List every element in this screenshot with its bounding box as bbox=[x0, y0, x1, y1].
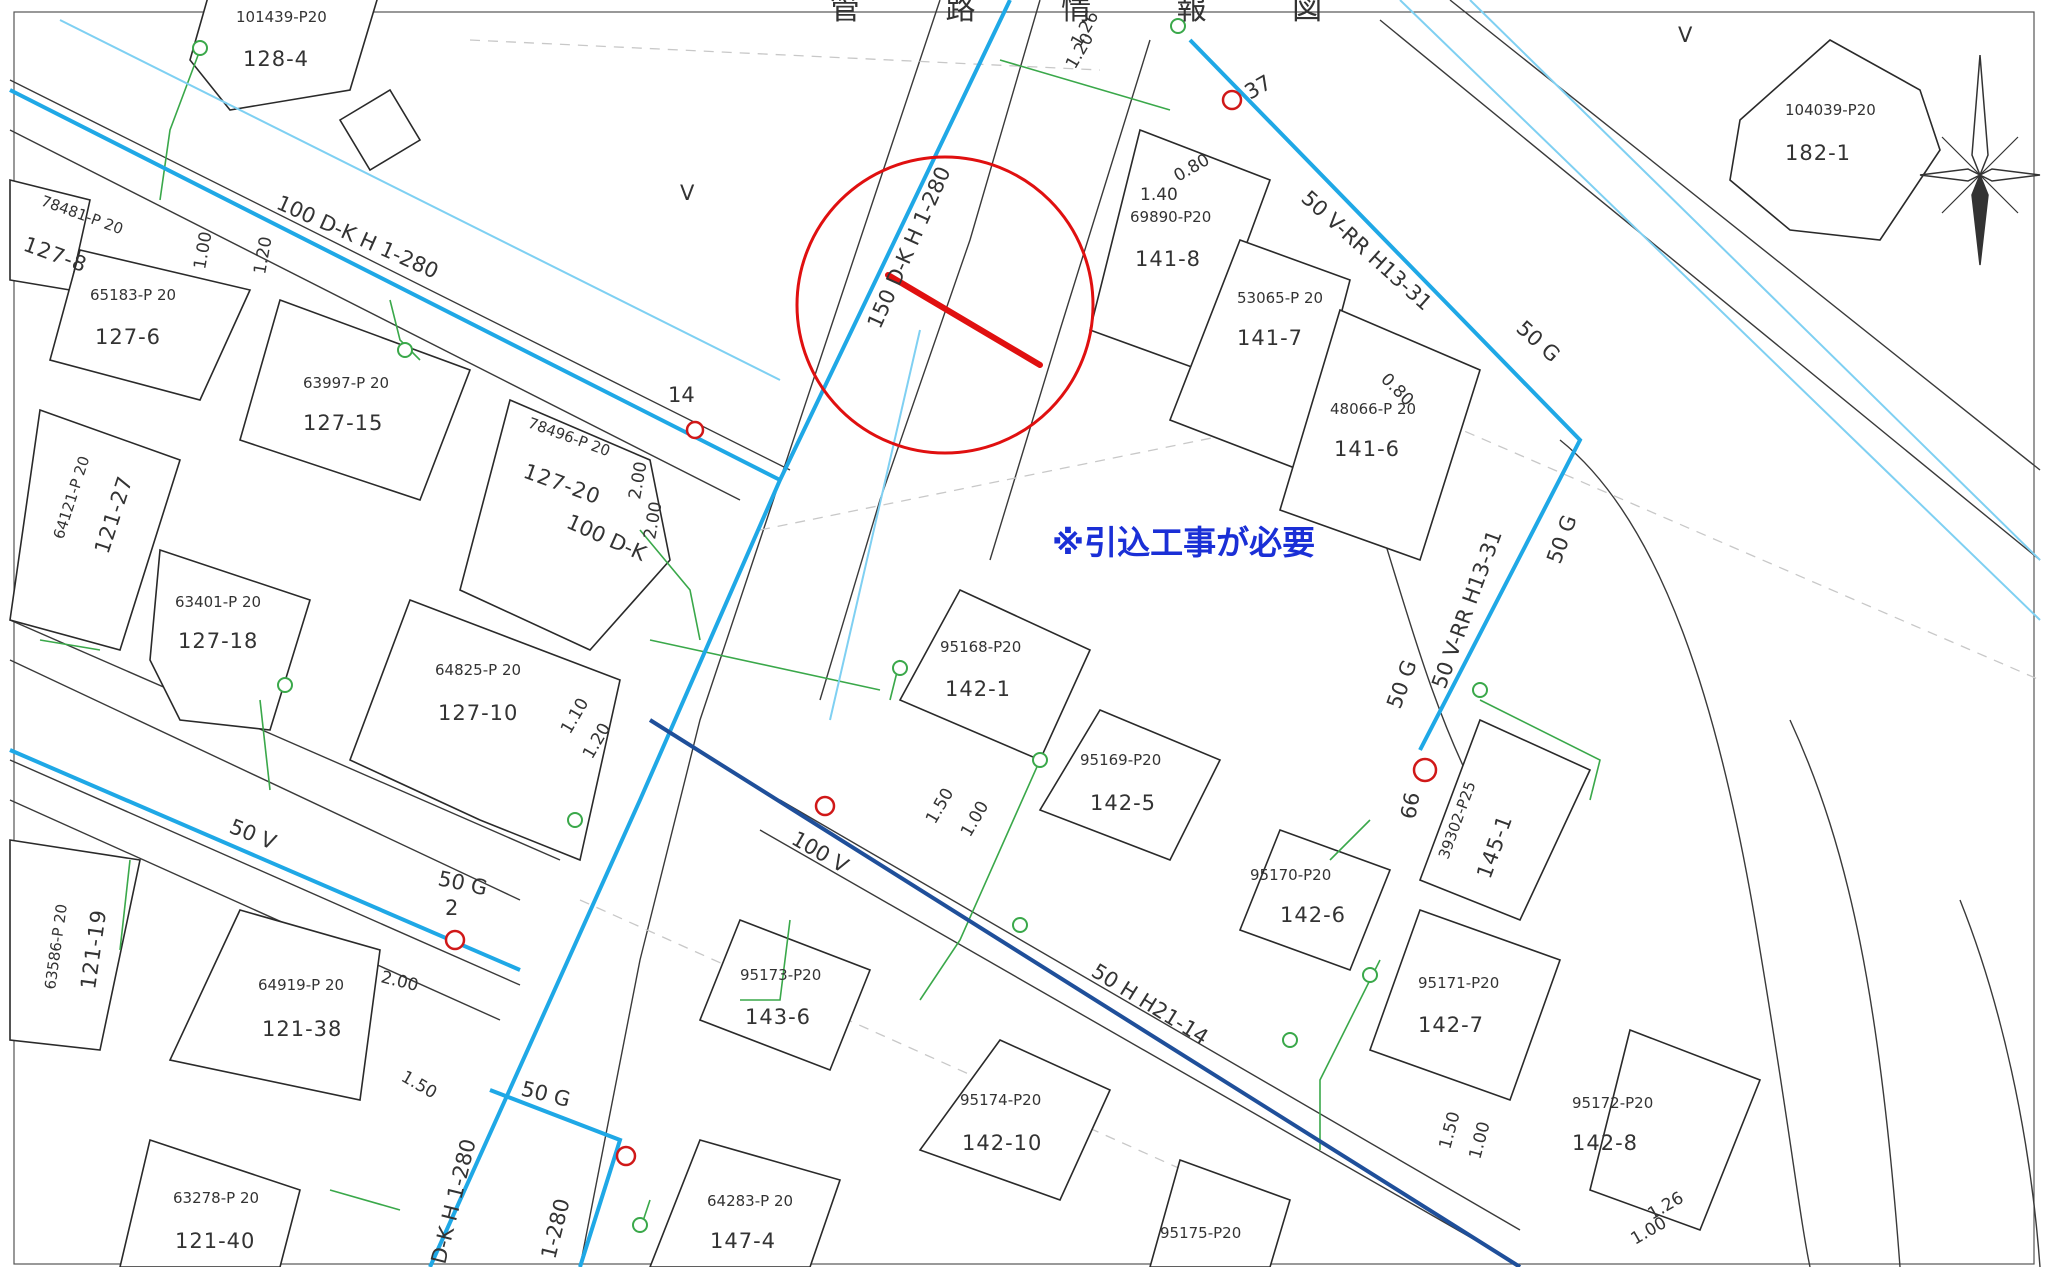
marker-number: 14 bbox=[668, 383, 695, 407]
parcel-lot: 127-10 bbox=[438, 701, 518, 725]
pipe-label: 100 V bbox=[788, 827, 853, 879]
parcel-id: 48066-P 20 bbox=[1330, 400, 1416, 418]
parcel-lot: 127-15 bbox=[303, 411, 383, 435]
parcel-id: 63401-P 20 bbox=[175, 593, 261, 611]
parcel-id: 69890-P20 bbox=[1130, 208, 1211, 226]
parcel-id: 95174-P20 bbox=[960, 1091, 1041, 1109]
valves bbox=[192, 18, 1488, 1233]
parcel-lot: 121-40 bbox=[175, 1229, 255, 1253]
parcel-id: 95171-P20 bbox=[1418, 974, 1499, 992]
parcel-id: 104039-P20 bbox=[1785, 101, 1876, 119]
parcel-id: 64919-P 20 bbox=[258, 976, 344, 994]
parcel-lot: 127-18 bbox=[178, 629, 258, 653]
parcel-lot: 142-6 bbox=[1280, 903, 1346, 927]
svg-text:2.00: 2.00 bbox=[379, 967, 421, 996]
parcel-id: 95175-P20 bbox=[1160, 1224, 1241, 1242]
pipe-label: 50 G bbox=[519, 1077, 573, 1112]
pipe-label: 50 G bbox=[436, 866, 490, 900]
parcel-lot: 142-1 bbox=[945, 677, 1011, 701]
hydrants bbox=[444, 89, 1438, 1167]
marker-number: 2 bbox=[445, 896, 458, 920]
svg-text:1.50: 1.50 bbox=[398, 1067, 441, 1103]
pipe-label: 50 G bbox=[1382, 657, 1422, 712]
parcel-lot: 142-8 bbox=[1572, 1131, 1638, 1155]
pipe-label: 50 G bbox=[1542, 512, 1582, 567]
marker-number: 66 bbox=[1396, 790, 1424, 820]
highlight-marker[interactable] bbox=[795, 155, 1095, 455]
svg-text:1.20: 1.20 bbox=[1062, 30, 1098, 73]
secondary-water-lines bbox=[59, 0, 2041, 721]
parcel-id: 95173-P20 bbox=[740, 966, 821, 984]
parcel-id: 95169-P20 bbox=[1080, 751, 1161, 769]
parcel-id: 65183-P 20 bbox=[90, 286, 176, 304]
north-arrow-icon bbox=[1919, 54, 2041, 266]
pipe-label: 50 G bbox=[1512, 316, 1565, 367]
parcel-id: 101439-P20 bbox=[236, 8, 327, 26]
pipe-label: 1-280 bbox=[537, 1196, 575, 1261]
parcel-lot: 142-5 bbox=[1090, 791, 1156, 815]
parcel-lot: 141-6 bbox=[1334, 437, 1400, 461]
parcel-lot: 147-4 bbox=[710, 1229, 776, 1253]
parcel-lot: 143-6 bbox=[745, 1005, 811, 1029]
parcel-id: 95168-P20 bbox=[940, 638, 1021, 656]
svg-text:1.50: 1.50 bbox=[922, 785, 958, 828]
svg-text:1.20: 1.20 bbox=[250, 235, 276, 276]
svg-text:1.00: 1.00 bbox=[957, 798, 993, 841]
svg-text:1.50: 1.50 bbox=[1436, 1110, 1465, 1152]
parcel-lot: 128-4 bbox=[243, 47, 309, 71]
svg-text:1.00: 1.00 bbox=[1466, 1120, 1495, 1162]
parcel-id: 95172-P20 bbox=[1572, 1094, 1653, 1112]
parcel-id: 63997-P 20 bbox=[303, 374, 389, 392]
construction-note: ※引込工事が必要 bbox=[1052, 523, 1316, 562]
map-frame bbox=[13, 11, 2035, 1265]
parcel-lot: 142-7 bbox=[1418, 1013, 1484, 1037]
marker-letter: V bbox=[1678, 23, 1693, 47]
svg-text:1.00: 1.00 bbox=[190, 230, 216, 271]
main-pipes bbox=[9, 0, 1583, 1267]
service-pipes bbox=[39, 49, 1601, 1231]
parcel-lot: 182-1 bbox=[1785, 141, 1851, 165]
parcel-lot: 141-7 bbox=[1237, 326, 1303, 350]
parcel-id: 95170-P20 bbox=[1250, 866, 1331, 884]
parcel-id: 53065-P 20 bbox=[1237, 289, 1323, 307]
parcel-lot: 141-8 bbox=[1135, 247, 1201, 271]
parcel-id: 63278-P 20 bbox=[173, 1189, 259, 1207]
parcel-lot: 121-38 bbox=[262, 1017, 342, 1041]
map-title: 管 路 情 報 図 bbox=[830, 0, 1361, 27]
parcel-id: 64283-P 20 bbox=[707, 1192, 793, 1210]
pipe-label: D-K H 1-280 bbox=[427, 1137, 481, 1267]
parcel-lot: 127-6 bbox=[95, 325, 161, 349]
parcel-lot: 142-10 bbox=[962, 1131, 1042, 1155]
svg-text:1.40: 1.40 bbox=[1140, 185, 1178, 205]
distribution-pipe bbox=[648, 718, 1522, 1267]
parcel-id: 64825-P 20 bbox=[435, 661, 521, 679]
marker-letter: V bbox=[680, 181, 695, 205]
parcel-outlines bbox=[9, 0, 1941, 1267]
